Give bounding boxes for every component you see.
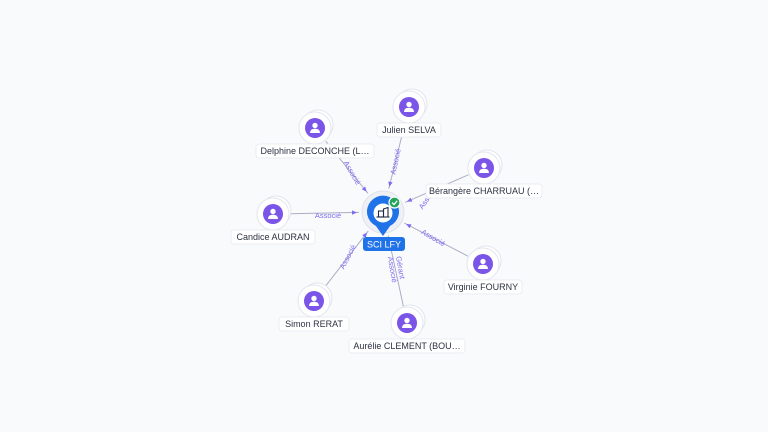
person-body xyxy=(268,214,278,219)
person-head xyxy=(311,295,317,302)
arrow-julien-selva xyxy=(388,181,393,187)
arrow-virginie-fourny xyxy=(406,223,412,229)
company-label[interactable]: SCI LFY xyxy=(367,240,401,250)
person-head xyxy=(312,122,318,129)
person-label-box[interactable] xyxy=(255,143,375,159)
person-label-box[interactable] xyxy=(443,279,523,295)
edge-virginie-fourny xyxy=(404,222,469,257)
relation-label: Associé xyxy=(388,148,402,176)
person-head xyxy=(404,317,410,324)
person-body xyxy=(309,301,319,306)
person-node-julien-selva[interactable]: Julien SELVA xyxy=(376,88,442,138)
relation-label: Associé xyxy=(386,256,399,283)
person-label-box[interactable] xyxy=(425,183,543,199)
person-head xyxy=(270,208,276,215)
person-name[interactable]: Delphine DECONCHE (L… xyxy=(260,146,369,156)
person-nodes: Julien SELVA Delphine DECONCHE (L… Bérangè… xyxy=(230,88,543,354)
person-body xyxy=(478,264,488,269)
person-name[interactable]: Aurélie CLEMENT (BOU… xyxy=(353,341,460,351)
person-label-box[interactable] xyxy=(278,316,350,332)
company-node[interactable]: SCI LFY xyxy=(361,190,405,251)
relation-label: Gérant xyxy=(394,255,407,280)
person-node-aur-lie-clement-bou[interactable]: Aurélie CLEMENT (BOU… xyxy=(348,304,466,354)
person-node-b-rang-re-charruau[interactable]: Bérangère CHARRUAU (… xyxy=(425,149,543,199)
relation-label: Associé xyxy=(315,211,341,220)
arrow-candice-audran xyxy=(351,210,358,215)
relation-label: Associé xyxy=(420,227,447,248)
edge-simon-rerat xyxy=(324,230,369,288)
person-name[interactable]: Virginie FOURNY xyxy=(448,282,518,292)
check-badge-icon xyxy=(388,196,401,209)
building-glyph xyxy=(376,206,390,218)
person-body xyxy=(310,128,320,133)
person-body xyxy=(402,323,412,328)
person-head xyxy=(481,162,487,169)
arrow-simon-rerat xyxy=(362,232,368,238)
relation-label: Associé xyxy=(342,159,363,186)
arrow-delphine-deconche-l xyxy=(361,186,367,192)
relation-label: Associé xyxy=(338,243,358,270)
person-head xyxy=(406,101,412,108)
person-body xyxy=(404,107,414,112)
person-node-delphine-deconche-l[interactable]: Delphine DECONCHE (L… xyxy=(255,109,375,159)
edge-candice-audran xyxy=(289,211,360,215)
person-head xyxy=(480,258,486,265)
company-tag[interactable] xyxy=(363,237,405,251)
person-label-box[interactable] xyxy=(376,122,442,138)
check-mark xyxy=(391,200,398,206)
person-node-simon-rerat[interactable]: Simon RERAT xyxy=(278,282,350,332)
person-name[interactable]: Bérangère CHARRUAU (… xyxy=(429,186,539,196)
person-label-box[interactable] xyxy=(230,229,316,245)
person-label-box[interactable] xyxy=(348,338,466,354)
person-body xyxy=(479,168,489,173)
person-name[interactable]: Simon RERAT xyxy=(285,319,343,329)
person-name[interactable]: Julien SELVA xyxy=(382,125,436,135)
arrow-b-rang-re-charruau xyxy=(406,197,413,202)
person-node-virginie-fourny[interactable]: Virginie FOURNY xyxy=(443,245,523,295)
person-node-candice-audran[interactable]: Candice AUDRAN xyxy=(230,195,316,245)
person-name[interactable]: Candice AUDRAN xyxy=(236,232,309,242)
